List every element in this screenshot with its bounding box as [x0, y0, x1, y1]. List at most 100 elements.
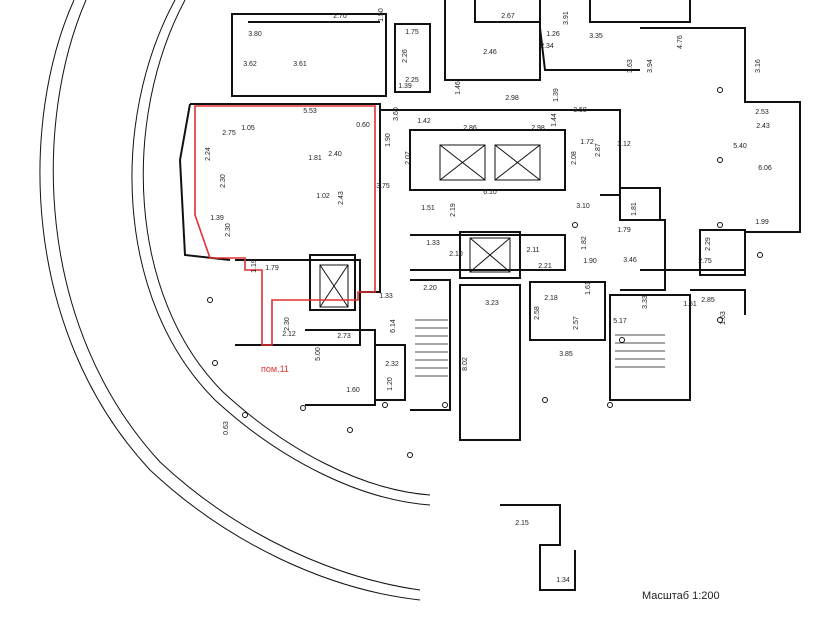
facade-curves	[39, 0, 431, 601]
dimension-label: 5.40	[733, 143, 747, 150]
dimension-label: 3.85	[559, 351, 573, 358]
dimension-label: 1.81	[308, 155, 322, 162]
dimension-label: 1.42	[417, 118, 431, 125]
dimension-label: 1.79	[265, 265, 279, 272]
dimension-label: 2.75	[222, 130, 236, 137]
dimension-label: 2.10	[449, 251, 463, 258]
dimension-label: 1.72	[580, 139, 594, 146]
dimension-label: 0.60	[356, 122, 370, 129]
dimension-label: 2.58	[534, 306, 541, 320]
dimension-label: 3.10	[576, 203, 590, 210]
dimension-label: 3.46	[623, 257, 637, 264]
dimension-label: 3.23	[485, 300, 499, 307]
dimension-label: 2.25	[405, 77, 419, 84]
dimension-label: 1.34	[556, 577, 570, 584]
dimension-label: 2.15	[515, 520, 529, 527]
dimension-label: 3.60	[393, 107, 400, 121]
dimension-label: 2.87	[595, 143, 602, 157]
dimension-label: 1.39	[398, 83, 412, 90]
dimension-label: 1.39	[553, 88, 560, 102]
dimension-label: 2.07	[405, 151, 412, 165]
dimension-label: 2.11	[526, 247, 539, 254]
dimension-label: 2.24	[205, 147, 212, 161]
dimension-label: 1.99	[755, 219, 769, 226]
dimension-label: 3.12	[617, 141, 631, 148]
dimension-label: 1.26	[546, 31, 560, 38]
dimension-label: 2.85	[701, 297, 715, 304]
dimension-label: 1.79	[617, 227, 631, 234]
dimension-label: 2.43	[338, 191, 345, 205]
dimension-label: 2.73	[337, 333, 351, 340]
dimension-label: 1.63	[720, 311, 727, 325]
dimension-label: 3.16	[755, 59, 762, 73]
dimension-label: 2.98	[505, 95, 519, 102]
dimension-label: 3.35	[589, 33, 603, 40]
walls	[178, 0, 801, 591]
dimension-label: 1.90	[583, 258, 597, 265]
dimension-label: 3.63	[627, 59, 634, 73]
dimension-label: 2.08	[571, 151, 578, 165]
dimension-label: 5.53	[303, 108, 317, 115]
stairs	[415, 319, 665, 377]
dimension-label: 3.33	[642, 295, 649, 309]
dimension-label: 3.94	[647, 59, 654, 73]
dimension-label: 1.81	[631, 202, 638, 216]
scale-label: Масштаб 1:200	[642, 590, 720, 602]
dimension-label: 2.21	[538, 263, 552, 270]
dimension-label: 5.00	[315, 347, 322, 361]
dimension-label: 3.58	[573, 107, 587, 114]
dimension-label: 1.02	[316, 193, 330, 200]
dimension-label: 2.67	[501, 13, 515, 20]
dimension-label: 1.61	[585, 281, 592, 295]
dimension-label: 1.39	[210, 215, 224, 222]
dimension-label: 6.10	[483, 189, 497, 196]
dimension-label: 2.86	[463, 125, 477, 132]
outer-arc-inner	[52, 0, 421, 591]
dimension-label: 1.33	[379, 293, 393, 300]
dimension-label: 2.19	[450, 203, 457, 217]
dimension-label: 6.06	[758, 165, 772, 172]
dimension-label: 2.30	[220, 174, 227, 188]
dimension-label: 1.19	[251, 259, 258, 273]
dimension-label: 3.91	[563, 11, 570, 25]
dimension-label: 4.76	[677, 35, 684, 49]
dimension-label: 5.17	[613, 318, 627, 325]
dimension-label: 3.75	[376, 183, 390, 190]
dimension-label: 2.32	[385, 361, 399, 368]
dimension-label: 1.33	[426, 240, 440, 247]
dimension-label: 2.98	[531, 125, 545, 132]
dimension-label: 8.02	[462, 357, 469, 371]
dimension-label: 3.62	[243, 61, 257, 68]
dimension-label: 2.53	[755, 109, 769, 116]
dimension-label: 3.80	[248, 31, 262, 38]
dimension-label: 1.82	[581, 236, 588, 250]
dimension-label: 2.29	[705, 237, 712, 251]
dimension-label: 2.57	[573, 316, 580, 330]
dimension-label: 2.46	[483, 49, 497, 56]
dimension-label: 0.63	[223, 421, 230, 435]
premise-label: пом.11	[261, 364, 289, 374]
dimension-label: 2.26	[402, 49, 409, 63]
dimension-label: 3.61	[293, 61, 307, 68]
dimension-label: 2.34	[540, 43, 554, 50]
dimension-label: 2.75	[698, 258, 712, 265]
dimension-label: 2.40	[328, 151, 342, 158]
dimension-label: 1.90	[385, 133, 392, 147]
columns	[207, 87, 763, 458]
dimension-label: 1.05	[241, 125, 255, 132]
dimension-label: 1.51	[421, 205, 435, 212]
dimension-label: 2.70	[333, 13, 347, 20]
dimension-label: 1.50	[378, 8, 385, 22]
outer-arc	[39, 0, 421, 601]
dimension-label: 2.43	[756, 123, 770, 130]
elevator-shafts	[319, 144, 541, 308]
premise-11-outline	[194, 105, 376, 346]
dimension-label: 2.12	[282, 331, 296, 338]
middle-arc-inner	[142, 0, 431, 496]
dimension-label: 1.60	[346, 387, 360, 394]
dimension-label: 1.51	[683, 301, 697, 308]
dimension-label: 1.46	[455, 81, 462, 95]
